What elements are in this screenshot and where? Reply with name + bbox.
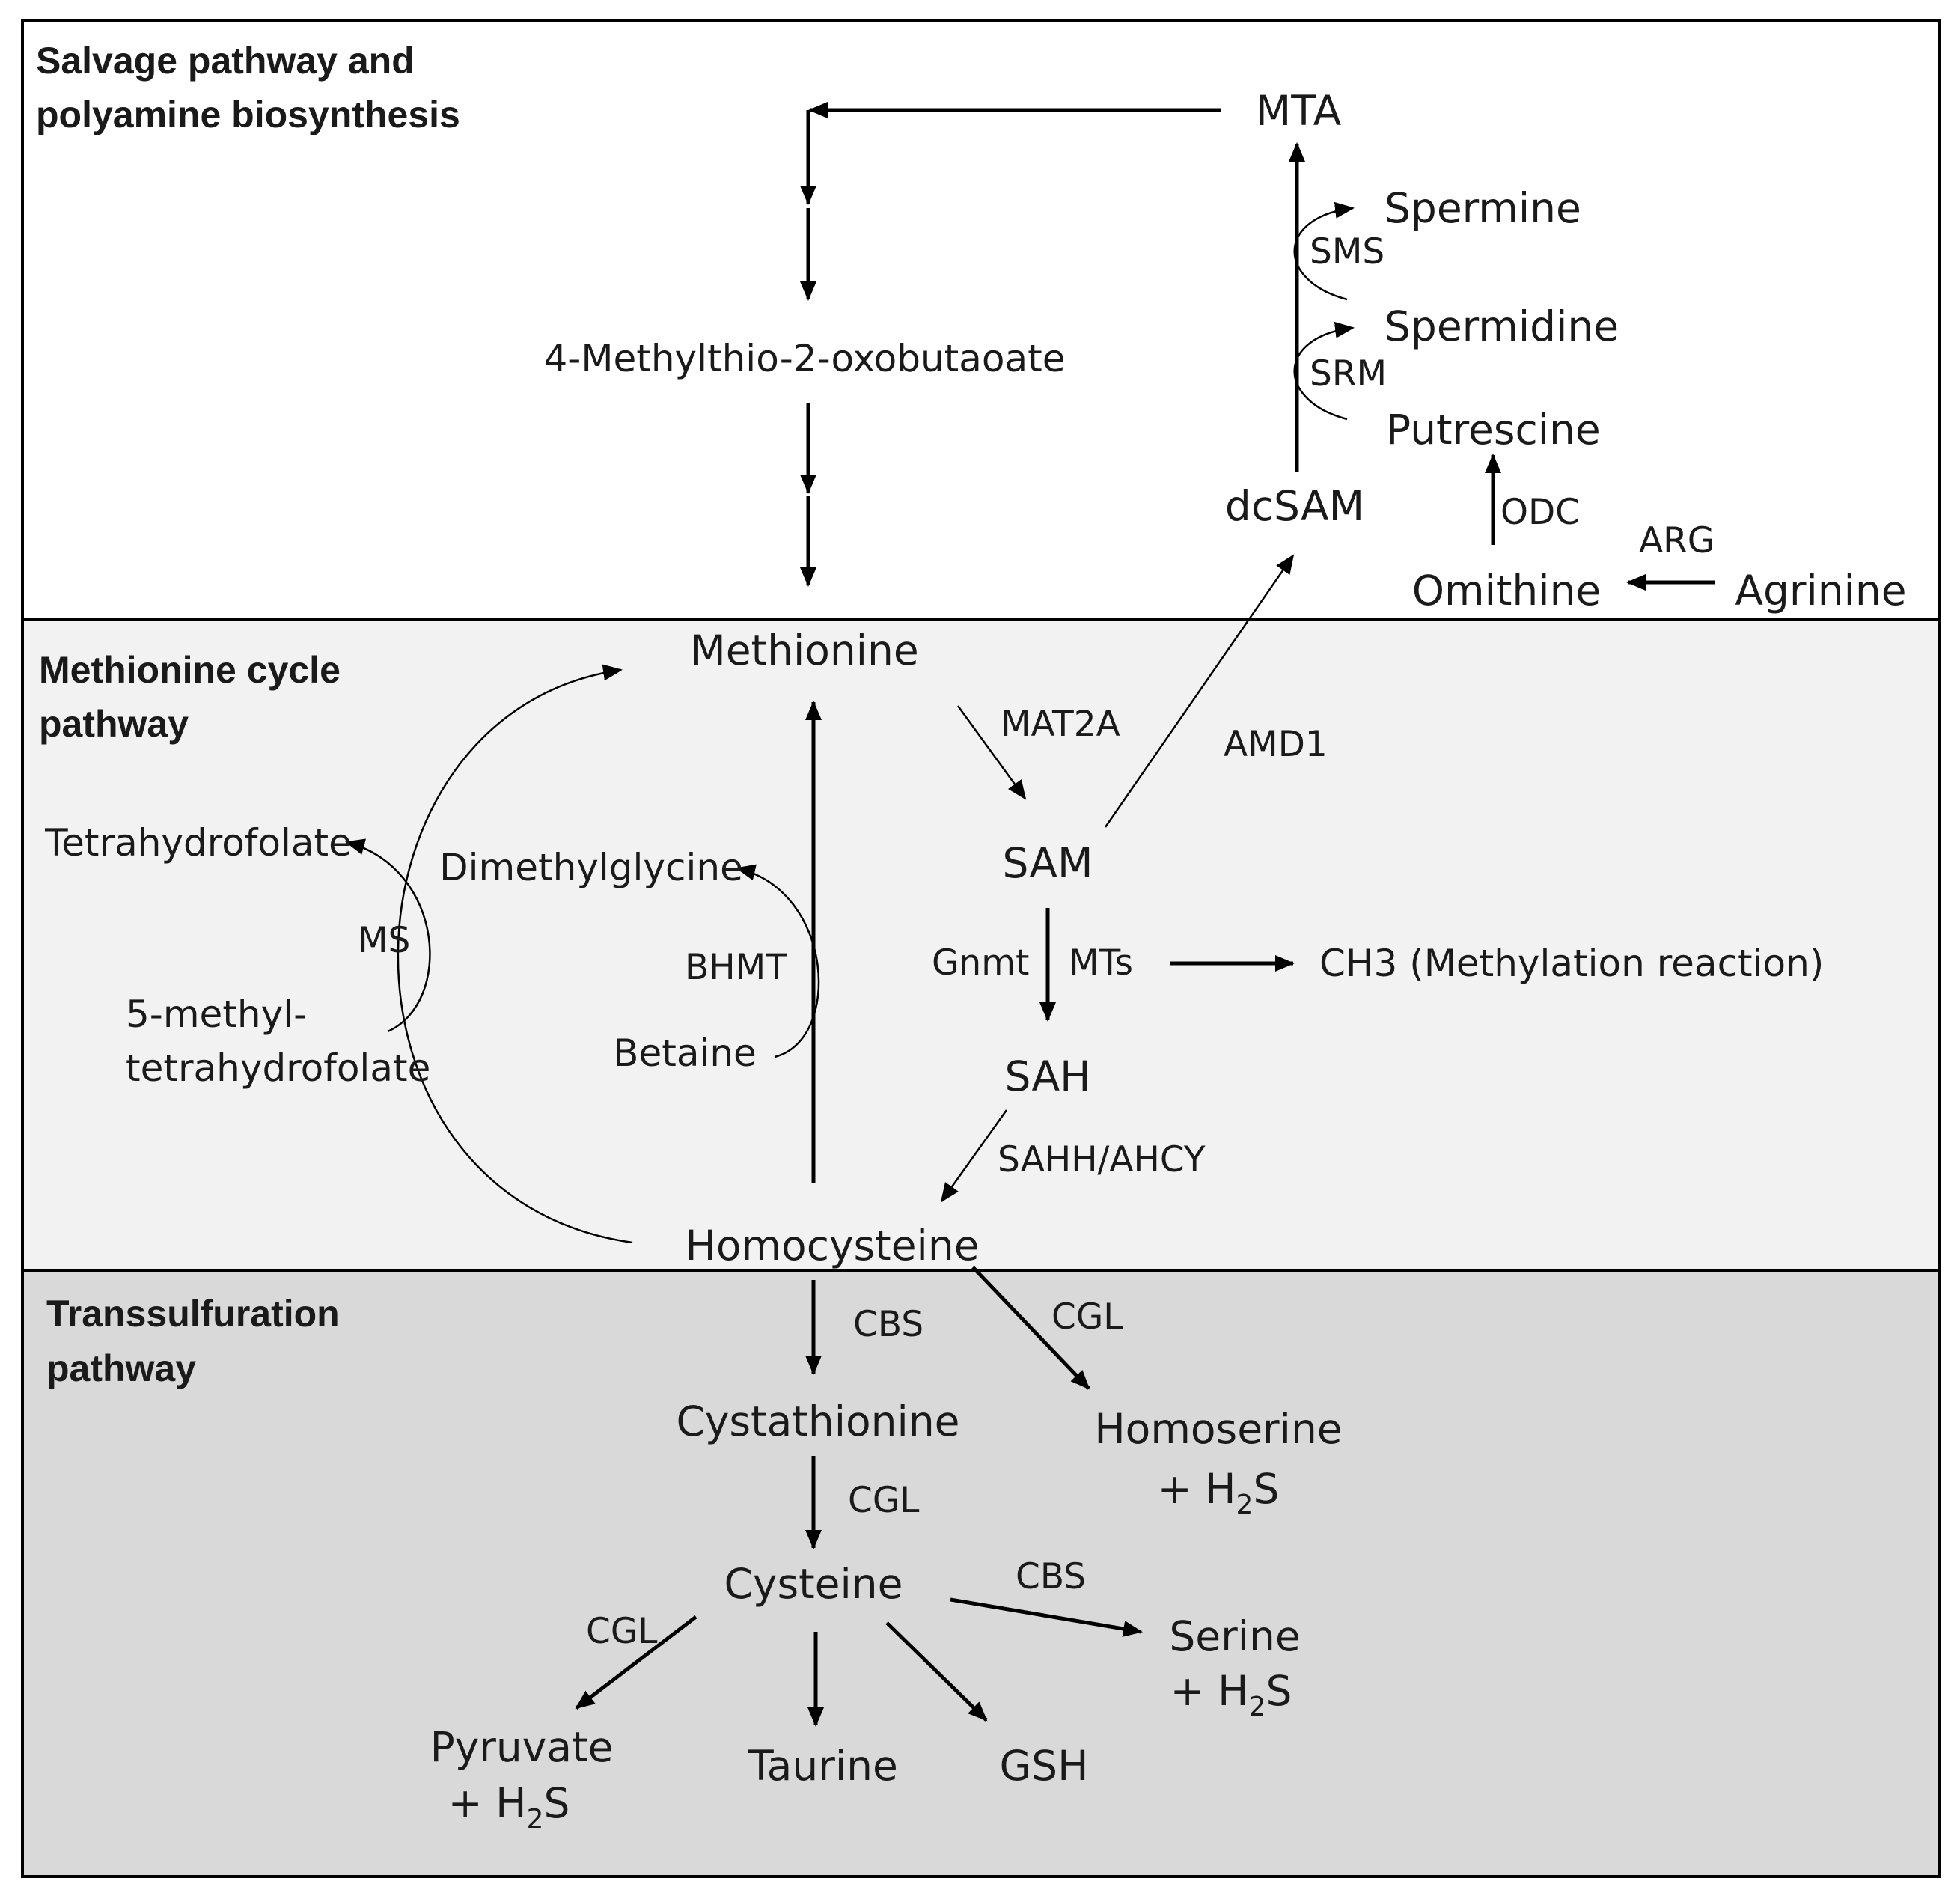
methionine-cycle-section-panel bbox=[21, 618, 1941, 1272]
node-methyl-thf-line2: tetrahydrofolate bbox=[126, 1046, 430, 1090]
edge-ms-arc bbox=[345, 838, 431, 1033]
methionine-cycle-section-title-line1: Methionine cycle bbox=[39, 649, 341, 691]
node-spermidine: Spermidine bbox=[1384, 302, 1619, 350]
node-spermine: Spermine bbox=[1384, 184, 1581, 232]
node-tetrahydrofolate: Tetrahydrofolate bbox=[44, 821, 352, 865]
node-sah: SAH bbox=[1005, 1052, 1091, 1100]
edge-cysteine-to-serine bbox=[950, 1597, 1143, 1637]
salvage-section-panel bbox=[21, 19, 1941, 621]
node-dcsam: dcSAM bbox=[1225, 482, 1364, 530]
enzyme-cgl-cysteine: CGL bbox=[848, 1480, 919, 1521]
node-methylthio-oxobutaoate: 4-Methylthio-2-oxobutaoate bbox=[543, 337, 1065, 380]
node-cysteine: Cysteine bbox=[724, 1560, 903, 1608]
enzyme-cbs-cystathionine: CBS bbox=[853, 1304, 923, 1345]
node-taurine: Taurine bbox=[748, 1742, 898, 1790]
enzyme-gnmt: Gnmt bbox=[932, 942, 1029, 984]
node-sam: SAM bbox=[1002, 839, 1093, 887]
enzyme-sms: SMS bbox=[1310, 231, 1384, 272]
edge-srm-arc bbox=[1293, 321, 1355, 421]
node-omithine: Omithine bbox=[1412, 567, 1602, 615]
enzyme-sahh-ahcy: SAHH/AHCY bbox=[998, 1139, 1206, 1180]
enzyme-mts: MTs bbox=[1069, 942, 1133, 984]
node-dimethylglycine: Dimethylglycine bbox=[439, 846, 743, 889]
transsulfuration-section-panel bbox=[21, 1269, 1941, 1878]
edge-methionine-to-sam bbox=[956, 705, 1027, 800]
node-gsh: GSH bbox=[1000, 1742, 1089, 1790]
node-homoserine: Homoserine bbox=[1094, 1405, 1342, 1453]
enzyme-odc: ODC bbox=[1500, 492, 1580, 533]
edge-sms-arc bbox=[1293, 201, 1355, 301]
edge-cysteine-to-pyruvate bbox=[575, 1615, 697, 1710]
node-serine: Serine bbox=[1169, 1612, 1300, 1660]
transsulfuration-section-title-line2: pathway bbox=[46, 1347, 196, 1389]
edge-sah-to-homocysteine bbox=[940, 1109, 1008, 1203]
enzyme-cbs-serine: CBS bbox=[1016, 1556, 1086, 1597]
node-ch3: CH3 (Methylation reaction) bbox=[1319, 942, 1824, 985]
node-homocysteine: Homocysteine bbox=[685, 1222, 979, 1269]
edge-sam-to-dcsam bbox=[1104, 554, 1295, 828]
enzyme-arg: ARG bbox=[1639, 520, 1715, 561]
enzyme-srm: SRM bbox=[1310, 353, 1387, 394]
methionine-cycle-section-title-line2: pathway bbox=[39, 703, 189, 745]
node-methionine: Methionine bbox=[690, 627, 918, 674]
node-putrescine: Putrescine bbox=[1386, 406, 1601, 454]
node-cystathionine: Cystathionine bbox=[676, 1397, 959, 1445]
salvage-section-title-line1: Salvage pathway and bbox=[36, 40, 415, 82]
enzyme-ms: MS bbox=[358, 920, 410, 961]
enzyme-cgl-homoserine: CGL bbox=[1051, 1296, 1123, 1338]
salvage-section-title-line2: polyamine biosynthesis bbox=[36, 94, 460, 135]
edge-homocysteine-to-homoserine bbox=[971, 1266, 1090, 1390]
edge-cysteine-to-gsh bbox=[885, 1621, 988, 1722]
enzyme-cgl-pyruvate: CGL bbox=[586, 1611, 657, 1652]
edge-bhmt-arc bbox=[736, 864, 820, 1058]
enzyme-bhmt: BHMT bbox=[685, 947, 787, 988]
node-agrinine: Agrinine bbox=[1735, 567, 1906, 615]
node-pyruvate: Pyruvate bbox=[430, 1723, 614, 1771]
node-pyruvate-h2s: + H2S bbox=[448, 1779, 570, 1835]
enzyme-amd1: AMD1 bbox=[1224, 724, 1328, 765]
node-homoserine-h2s: + H2S bbox=[1158, 1465, 1280, 1520]
node-methyl-thf-line1: 5-methyl- bbox=[126, 993, 307, 1036]
edge-ms-cycle-arc bbox=[397, 664, 633, 1244]
node-betaine: Betaine bbox=[613, 1031, 757, 1075]
enzyme-mat2a: MAT2A bbox=[1001, 704, 1120, 745]
node-serine-h2s: + H2S bbox=[1170, 1667, 1292, 1722]
transsulfuration-section-title-line1: Transsulfuration bbox=[46, 1293, 340, 1335]
node-mta: MTA bbox=[1256, 87, 1342, 135]
